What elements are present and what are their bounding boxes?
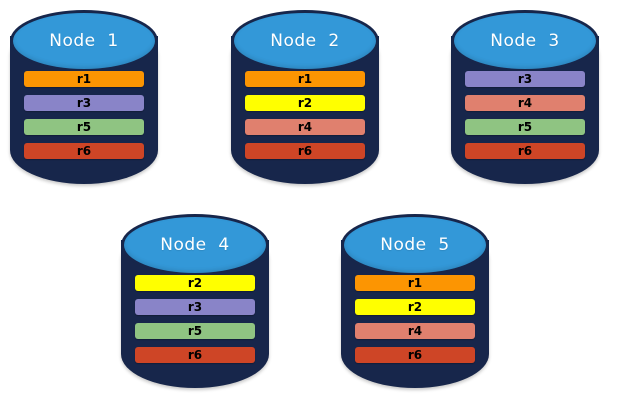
replica-bar-r4[interactable]: r4 xyxy=(355,323,475,339)
replica-bar-r6[interactable]: r6 xyxy=(24,143,144,159)
cylinder-top-ellipse xyxy=(10,10,158,72)
replica-bar-r1[interactable]: r1 xyxy=(24,71,144,87)
replica-bar-r3[interactable]: r3 xyxy=(24,95,144,111)
node-title: Node 3 xyxy=(490,31,560,51)
cylinder-top-ellipse xyxy=(341,214,489,276)
database-node-4[interactable]: Node 4 r2 r3 r5 r6 xyxy=(121,210,269,396)
node-title: Node 2 xyxy=(270,31,340,51)
replica-list: r2 r3 r5 r6 xyxy=(121,270,269,363)
node-title: Node 1 xyxy=(49,31,119,51)
cylinder-top-ellipse xyxy=(121,214,269,276)
replica-bar-r4[interactable]: r4 xyxy=(465,95,585,111)
replica-bar-r5[interactable]: r5 xyxy=(24,119,144,135)
replica-bar-r6[interactable]: r6 xyxy=(465,143,585,159)
replica-bar-r5[interactable]: r5 xyxy=(135,323,255,339)
replica-list: r3 r4 r5 r6 xyxy=(451,66,599,159)
replica-bar-r6[interactable]: r6 xyxy=(245,143,365,159)
database-node-5[interactable]: Node 5 r1 r2 r4 r6 xyxy=(341,210,489,396)
database-node-2[interactable]: Node 2 r1 r2 r4 r6 xyxy=(231,6,379,192)
replica-bar-r6[interactable]: r6 xyxy=(355,347,475,363)
cylinder-top-ellipse xyxy=(231,10,379,72)
replica-bar-r2[interactable]: r2 xyxy=(245,95,365,111)
replica-bar-r2[interactable]: r2 xyxy=(355,299,475,315)
replica-list: r1 r3 r5 r6 xyxy=(10,66,158,159)
replica-bar-r1[interactable]: r1 xyxy=(355,275,475,291)
database-node-1[interactable]: Node 1 r1 r3 r5 r6 xyxy=(10,6,158,192)
replica-bar-r6[interactable]: r6 xyxy=(135,347,255,363)
replica-list: r1 r2 r4 r6 xyxy=(231,66,379,159)
replica-bar-r2[interactable]: r2 xyxy=(135,275,255,291)
database-node-3[interactable]: Node 3 r3 r4 r5 r6 xyxy=(451,6,599,192)
replica-bar-r1[interactable]: r1 xyxy=(245,71,365,87)
cylinder-top-ellipse xyxy=(451,10,599,72)
replica-list: r1 r2 r4 r6 xyxy=(341,270,489,363)
node-title: Node 5 xyxy=(380,235,450,255)
replica-bar-r3[interactable]: r3 xyxy=(135,299,255,315)
replica-bar-r5[interactable]: r5 xyxy=(465,119,585,135)
replica-bar-r3[interactable]: r3 xyxy=(465,71,585,87)
replica-bar-r4[interactable]: r4 xyxy=(245,119,365,135)
node-title: Node 4 xyxy=(160,235,230,255)
